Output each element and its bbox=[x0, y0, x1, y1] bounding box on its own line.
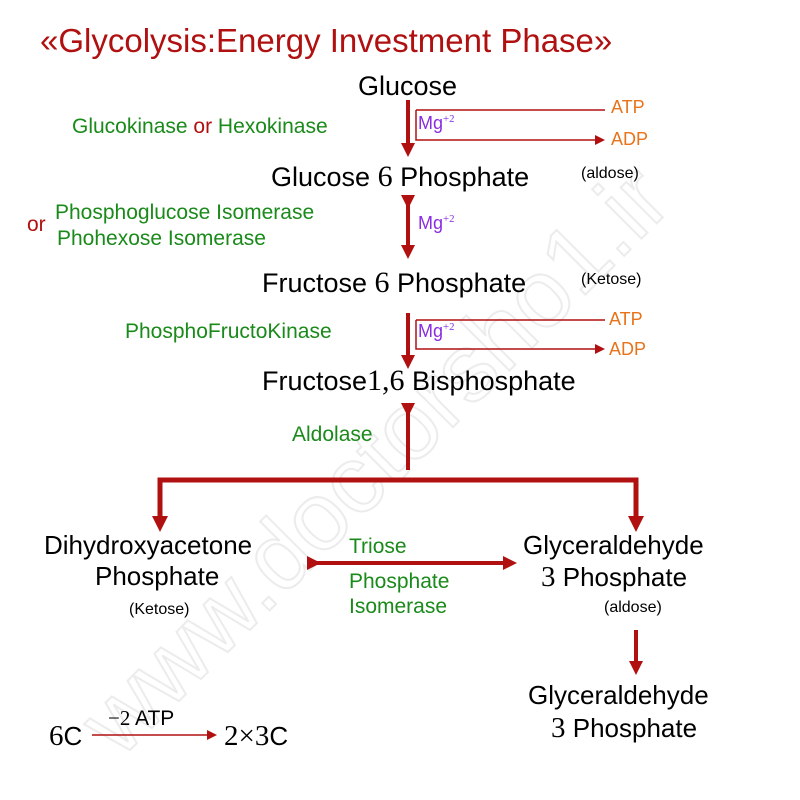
enzyme-step1: Glucokinase or Hexokinase bbox=[72, 116, 328, 137]
enzyme-phohexose-isomerase: Phohexose Isomerase bbox=[57, 227, 266, 250]
split-arrowhead-right bbox=[628, 516, 644, 532]
cofactor-adp-3: ADP bbox=[609, 339, 647, 359]
f16bp-text-1: Fructose bbox=[262, 366, 368, 396]
molecule-glucose: Glucose bbox=[358, 71, 458, 101]
enzyme-aldolase: Aldolase bbox=[292, 423, 373, 446]
cofactor-mg-2: Mg+2 bbox=[418, 214, 455, 232]
g3p-number: 3 bbox=[541, 561, 556, 593]
enzyme-step2-or: or bbox=[27, 213, 46, 236]
f6p-tag: (Ketose) bbox=[581, 271, 642, 288]
cofactor-mg-1: Mg+2 bbox=[418, 114, 455, 132]
molecule-g3p-product-2: 3 Phosphate bbox=[551, 714, 697, 743]
enzyme-or: or bbox=[187, 115, 218, 138]
f16bp-text-2: Bisphosphate bbox=[404, 366, 576, 396]
g6p-number: 6 bbox=[377, 160, 393, 193]
mg-label: Mg bbox=[418, 321, 444, 341]
f6p-text-2: Phosphate bbox=[389, 268, 527, 298]
enzyme-tpi-2: Phosphate bbox=[349, 570, 450, 593]
g3p-tag: (aldose) bbox=[604, 599, 662, 616]
g3p-product-number: 3 bbox=[551, 712, 566, 744]
enzyme-glucokinase: Glucokinase bbox=[72, 115, 188, 138]
summary-left: 6C bbox=[49, 722, 82, 751]
g6p-text-1: Glucose bbox=[271, 162, 378, 192]
atp-bracket-3 bbox=[415, 320, 605, 354]
summary-left-number: 6 bbox=[49, 720, 64, 752]
enzyme-hexokinase: Hexokinase bbox=[217, 115, 328, 138]
f6p-number: 6 bbox=[374, 266, 390, 299]
f16bp-number: 1,6 bbox=[367, 364, 405, 397]
molecule-f16bp: Fructose1,6 Bisphosphate bbox=[262, 366, 576, 396]
g3p-text: Phosphate bbox=[555, 562, 688, 592]
summary-left-c: C bbox=[63, 721, 83, 751]
cofactor-atp-1: ATP bbox=[611, 97, 645, 117]
summary-right-c: C bbox=[269, 721, 289, 751]
molecule-dhap: Dihydroxyacetone bbox=[44, 530, 253, 560]
dhap-tag: (Ketose) bbox=[129, 601, 190, 618]
mg-charge: +2 bbox=[443, 213, 455, 225]
enzyme-phosphofructokinase: PhosphoFructoKinase bbox=[125, 320, 332, 343]
page-title: «Glycolysis:Energy Investment Phase» bbox=[40, 22, 613, 59]
enzyme-tpi-1: Triose bbox=[349, 535, 407, 558]
g6p-tag: (aldose) bbox=[581, 165, 639, 182]
summary-arrow-label: −2 ATP bbox=[108, 706, 175, 730]
enzyme-tpi-3: Isomerase bbox=[349, 595, 448, 618]
split-bracket bbox=[157, 477, 639, 520]
f6p-text-1: Fructose bbox=[262, 268, 375, 298]
molecule-g3p-2: 3 Phosphate bbox=[541, 563, 687, 592]
mg-label: Mg bbox=[418, 113, 444, 133]
mg-charge: +2 bbox=[443, 321, 455, 333]
atp-bracket-1 bbox=[415, 110, 605, 145]
molecule-g3p-product: Glyceraldehyde bbox=[528, 680, 709, 710]
g3p-product-text: Phosphate bbox=[565, 713, 698, 743]
summary-minus-two: −2 bbox=[108, 706, 131, 730]
split-arrowhead-left bbox=[152, 516, 168, 532]
summary-right: 2×3C bbox=[224, 722, 288, 751]
g6p-text-2: Phosphate bbox=[392, 162, 530, 192]
cofactor-adp-1: ADP bbox=[611, 129, 649, 149]
molecule-dhap-2: Phosphate bbox=[95, 561, 220, 591]
cofactor-mg-3: Mg+2 bbox=[418, 322, 455, 340]
enzyme-phosphoglucose-isomerase: Phosphoglucose Isomerase bbox=[55, 201, 315, 224]
molecule-g3p: Glyceraldehyde bbox=[523, 530, 704, 560]
summary-right-number: 2×3 bbox=[224, 720, 270, 752]
mg-charge: +2 bbox=[443, 113, 455, 125]
mg-label: Mg bbox=[418, 213, 444, 233]
molecule-g6p: Glucose 6 Phosphate bbox=[271, 162, 529, 192]
cofactor-atp-3: ATP bbox=[609, 309, 643, 329]
molecule-f6p: Fructose 6 Phosphate bbox=[262, 268, 526, 298]
summary-atp: ATP bbox=[130, 707, 175, 730]
